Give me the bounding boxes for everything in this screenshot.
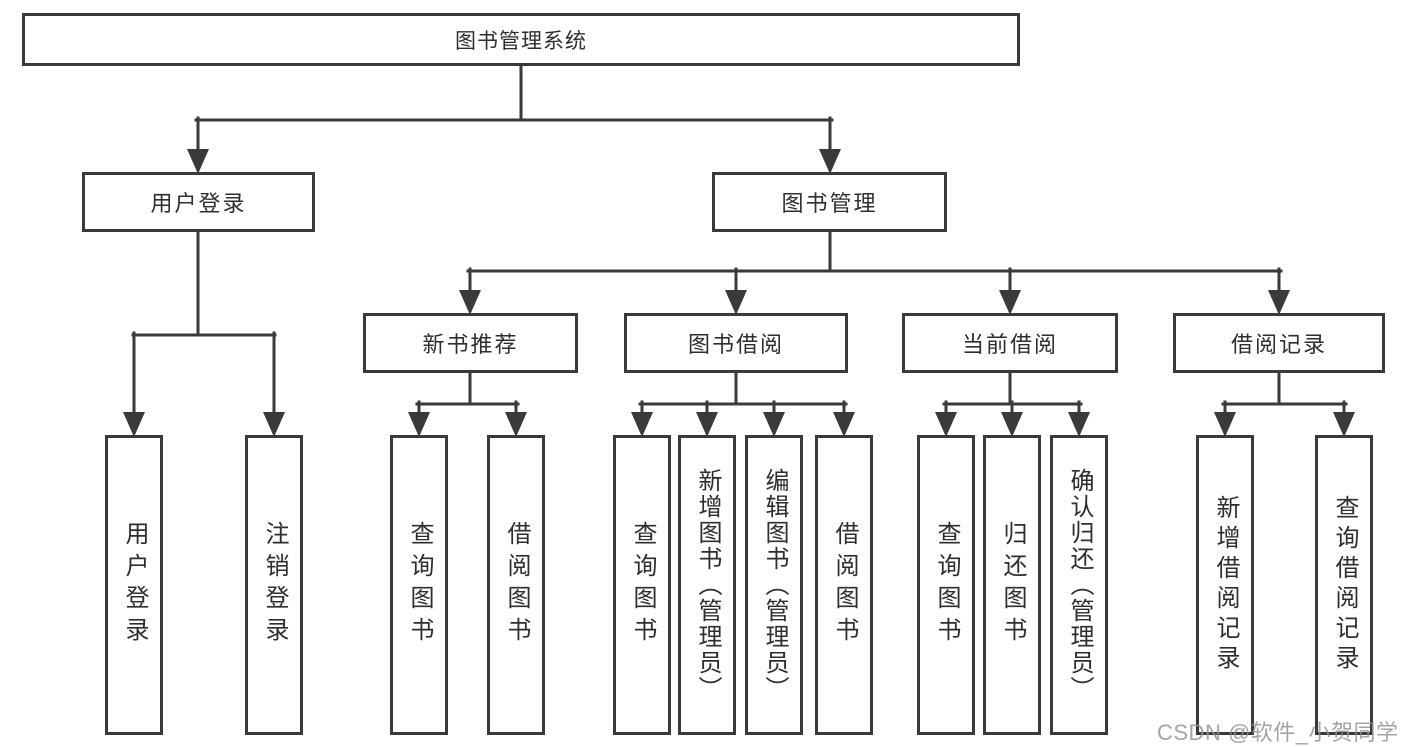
node-borrow-records-label: 借阅记录 xyxy=(1230,332,1327,357)
arrowhead xyxy=(631,412,653,437)
leaf-query-borrow-record-label: 查询借阅记录 xyxy=(1331,495,1358,675)
arrowhead xyxy=(999,290,1021,315)
leaf-logout: 注销登录 xyxy=(245,435,303,735)
leaf-borrow-books: 借阅图书 xyxy=(815,435,873,735)
leaf-add-book-admin-label: 新增图书（管理员） xyxy=(694,468,721,702)
leaf-confirm-return-admin: 确认归还（管理员） xyxy=(1050,435,1108,735)
node-user-login-label: 用户登录 xyxy=(150,191,247,216)
arrowhead xyxy=(1214,412,1236,437)
leaf-query-borrow-record: 查询借阅记录 xyxy=(1315,435,1373,735)
arrowhead xyxy=(819,149,841,174)
arrowhead xyxy=(263,412,285,437)
arrowhead xyxy=(505,412,527,437)
arrowhead xyxy=(123,412,145,437)
leaf-user-login: 用户登录 xyxy=(105,435,163,735)
connector-root xyxy=(194,63,834,158)
node-new-book-rec: 新书推荐 xyxy=(363,313,578,373)
leaf-borrow-books-rec-label: 借阅图书 xyxy=(503,521,530,649)
leaf-logout-label: 注销登录 xyxy=(261,521,288,649)
connector-user-login xyxy=(131,228,277,421)
leaf-query-books-borrow-label: 查询图书 xyxy=(629,521,656,649)
arrowhead xyxy=(459,290,481,315)
node-book-mgmt: 图书管理 xyxy=(712,172,947,232)
leaf-add-borrow-record-label: 新增借阅记录 xyxy=(1212,495,1239,675)
leaf-query-books-rec: 查询图书 xyxy=(390,435,448,735)
arrowhead xyxy=(763,412,785,437)
leaf-borrow-books-rec: 借阅图书 xyxy=(487,435,545,735)
connector-borrow-records xyxy=(1221,369,1348,421)
leaf-add-book-admin: 新增图书（管理员） xyxy=(678,435,736,735)
node-borrow-records: 借阅记录 xyxy=(1173,313,1385,373)
node-book-borrow: 图书借阅 xyxy=(624,313,848,373)
node-current-borrow-label: 当前借阅 xyxy=(961,332,1058,357)
leaf-borrow-books-label: 借阅图书 xyxy=(831,521,858,649)
arrowhead xyxy=(1001,412,1023,437)
leaf-query-books-rec-label: 查询图书 xyxy=(406,521,433,649)
arrowhead xyxy=(935,412,957,437)
node-book-borrow-label: 图书借阅 xyxy=(687,332,784,357)
connector-current-borrow xyxy=(942,369,1083,421)
arrowhead xyxy=(1068,412,1090,437)
leaf-query-books-current: 查询图书 xyxy=(917,435,975,735)
leaf-query-books-borrow: 查询图书 xyxy=(613,435,671,735)
arrowhead xyxy=(408,412,430,437)
connector-new-book-rec xyxy=(415,369,520,421)
leaf-user-login-label: 用户登录 xyxy=(121,521,148,649)
leaf-query-books-current-label: 查询图书 xyxy=(933,521,960,649)
node-root-label: 图书管理系统 xyxy=(455,29,587,53)
node-root: 图书管理系统 xyxy=(22,13,1020,66)
leaf-edit-book-admin-label: 编辑图书（管理员） xyxy=(761,468,788,702)
csdn-watermark: CSDN @软件_小贺同学 xyxy=(1157,720,1399,745)
node-new-book-rec-label: 新书推荐 xyxy=(422,332,519,357)
arrowhead xyxy=(187,149,209,174)
node-user-login: 用户登录 xyxy=(82,172,315,232)
leaf-edit-book-admin: 编辑图书（管理员） xyxy=(745,435,803,735)
arrowhead xyxy=(696,412,718,437)
leaf-confirm-return-admin-label: 确认归还（管理员） xyxy=(1066,468,1093,702)
arrowhead xyxy=(725,290,747,315)
leaf-return-book: 归还图书 xyxy=(983,435,1041,735)
arrowhead xyxy=(833,412,855,437)
node-current-borrow: 当前借阅 xyxy=(902,313,1118,373)
leaf-return-book-label: 归还图书 xyxy=(999,521,1026,649)
node-book-mgmt-label: 图书管理 xyxy=(781,191,878,216)
arrowhead xyxy=(1333,412,1355,437)
connector-book-mgmt xyxy=(466,228,1283,299)
connector-book-borrow xyxy=(638,369,848,421)
arrowhead xyxy=(1268,290,1290,315)
leaf-add-borrow-record: 新增借阅记录 xyxy=(1196,435,1254,735)
